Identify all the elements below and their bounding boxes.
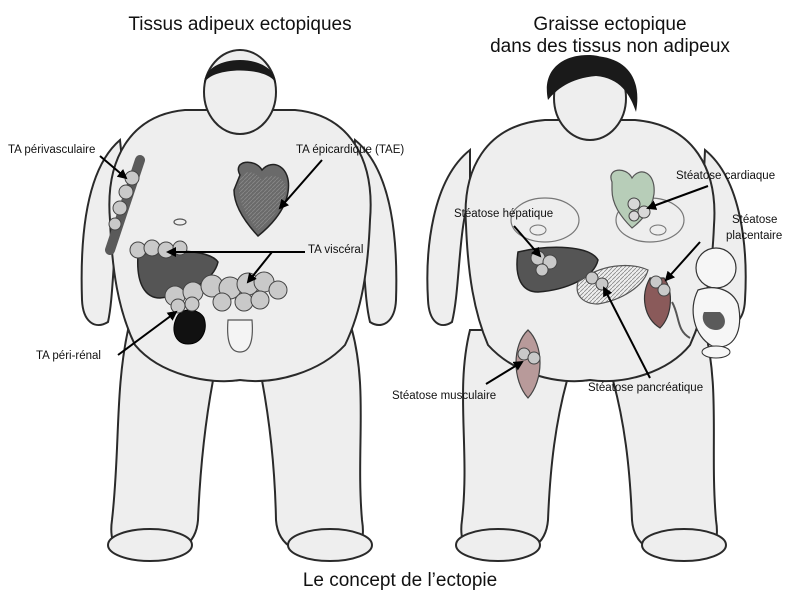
left-male-figure [82,50,397,561]
label-perivascular: TA périvasculaire [8,144,95,157]
right-female-figure [427,55,745,561]
right-figure-left-foot [456,529,540,561]
label-muscular: Stéatose musculaire [392,390,496,403]
label-hepatic: Stéatose hépatique [454,208,553,221]
label-pancreatic: Stéatose pancréatique [588,382,703,395]
label-cardiac: Stéatose cardiaque [676,170,775,183]
right-title-line1: Graisse ectopique [440,14,780,36]
label-placental-line2: placentaire [726,230,782,243]
left-title: Tissus adipeux ectopiques [60,14,420,36]
right-figure-right-foot [642,529,726,561]
label-visceral: TA viscéral [308,244,363,257]
label-epicardial: TA épicardique (TAE) [296,144,404,157]
right-figure-torso [466,120,715,381]
right-figure-left-arm [427,150,470,325]
label-perirenal: TA péri-rénal [36,350,101,363]
left-figure-left-foot [108,529,192,561]
perirenal-kidney [174,310,205,344]
label-placental-line1: Stéatose [732,214,777,227]
left-figure-right-foot [288,529,372,561]
figure-caption: Le concept de l’ectopie [0,570,800,592]
left-figure-genitals [228,320,253,352]
right-title-line2: dans des tissus non adipeux [440,36,780,58]
